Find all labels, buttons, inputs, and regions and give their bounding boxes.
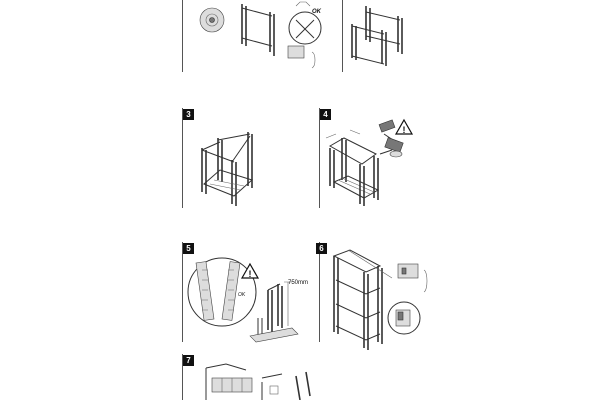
step-7-illustration bbox=[205, 363, 311, 400]
step-6-illustration bbox=[332, 249, 428, 350]
step-5-illustration: ! bbox=[187, 257, 299, 343]
step-2-illustration bbox=[351, 6, 403, 66]
step-5-badge: 5 bbox=[183, 243, 194, 254]
divider-step5 bbox=[182, 242, 183, 342]
measurement-label-step5: 750mm bbox=[288, 280, 308, 286]
divider-top-mid bbox=[342, 0, 343, 72]
svg-text:!: ! bbox=[249, 269, 252, 279]
step-6-badge: 6 bbox=[316, 243, 327, 254]
step-3-badge: 3 bbox=[183, 109, 194, 120]
divider-step4 bbox=[319, 108, 320, 208]
divider-top-left bbox=[182, 0, 183, 72]
ok-label-top: OK bbox=[312, 9, 322, 15]
warning-triangle-icon bbox=[394, 118, 414, 135]
step-7-badge: 7 bbox=[183, 355, 194, 366]
step-4-shelf-assembly: ! bbox=[325, 118, 414, 206]
step-4-badge: 4 bbox=[320, 109, 331, 120]
divider-step7 bbox=[182, 354, 183, 400]
svg-text:!: ! bbox=[403, 125, 406, 135]
divider-step3 bbox=[182, 108, 183, 208]
ok-label-step5: OK bbox=[238, 292, 246, 298]
step-1-illustration bbox=[199, 1, 322, 69]
warning-triangle-icon-step5 bbox=[240, 262, 260, 279]
divider-step6 bbox=[319, 242, 320, 342]
step-3-shelf-frame bbox=[201, 132, 253, 206]
